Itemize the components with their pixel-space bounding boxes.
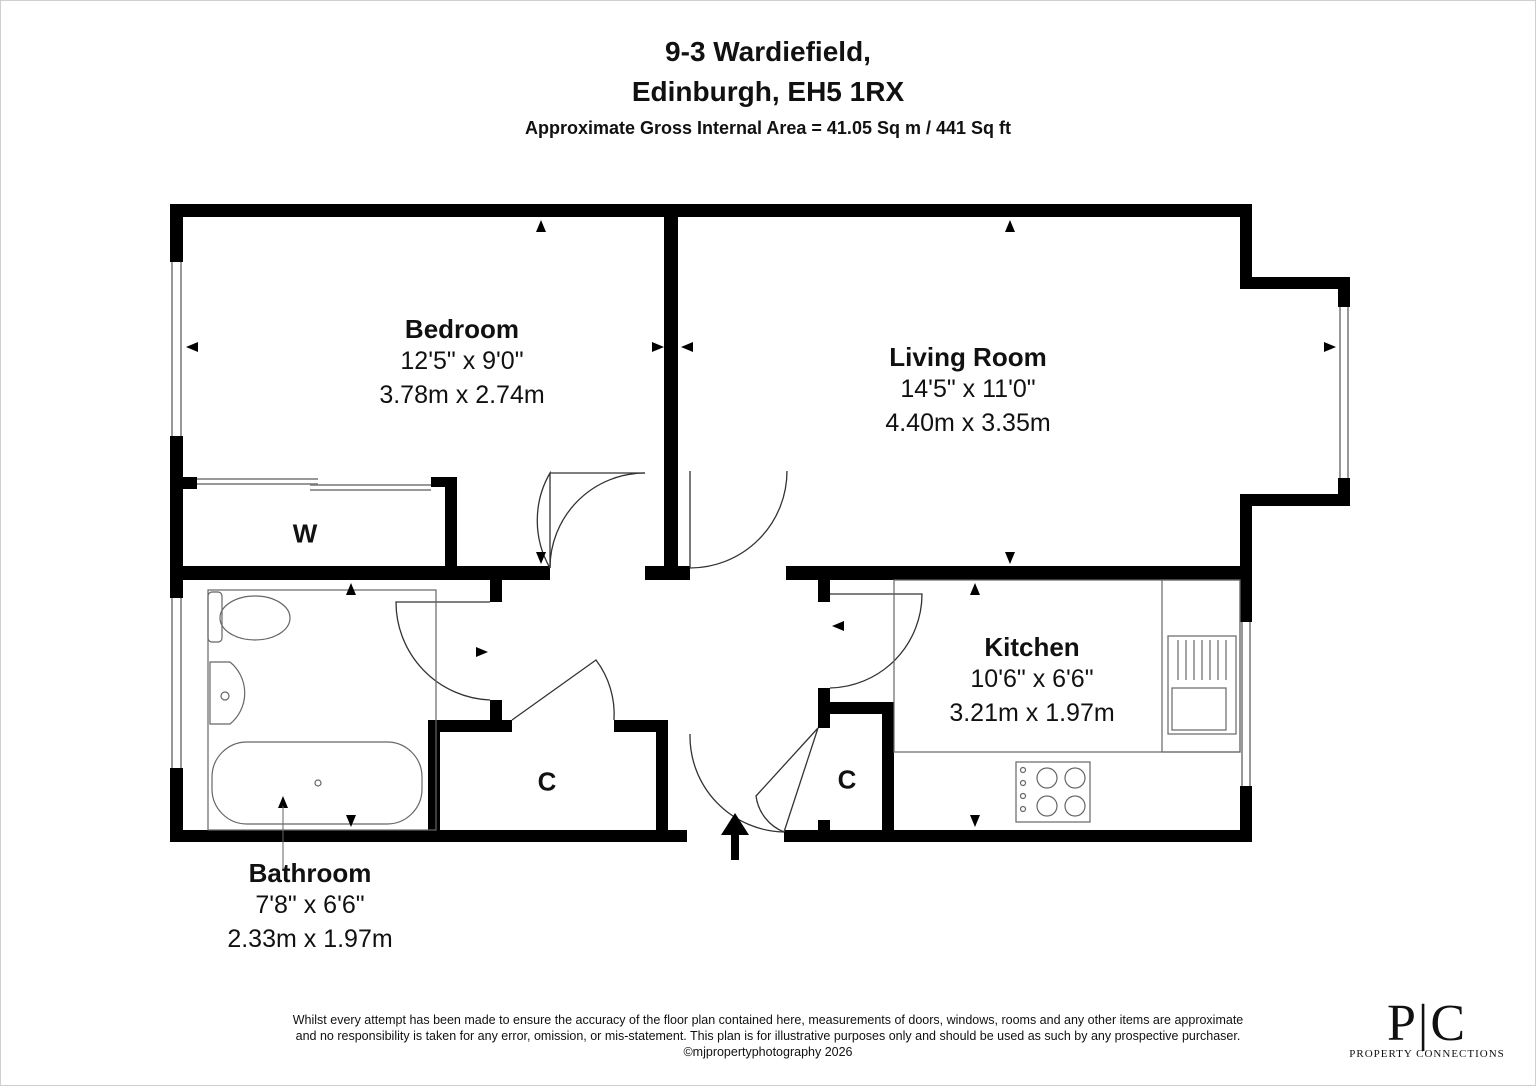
walls [170, 204, 1350, 842]
copyright: ©mjpropertyphotography 2026 [683, 1045, 853, 1059]
cupboard-left-label: C [537, 766, 557, 797]
room-bedroom: Bedroom 12'5" x 9'0" 3.78m x 2.74m [379, 314, 544, 412]
gross-internal-area: Approximate Gross Internal Area = 41.05 … [524, 118, 1011, 138]
cupboard-right-label: C [837, 764, 857, 795]
room-dim-metric: 3.78m x 2.74m [379, 381, 545, 409]
room-dim-imperial: 10'6" x 6'6" [970, 665, 1094, 693]
room-dim-imperial: 12'5" x 9'0" [400, 347, 524, 375]
company-logo: P|C PROPERTY CONNECTIONS [1342, 995, 1512, 1061]
room-bathroom: Bathroom 7'8" x 6'6" 2.33m x 1.97m [227, 858, 392, 956]
windows [171, 262, 1349, 786]
disclaimer-line-1: Whilst every attempt has been made to en… [292, 1013, 1244, 1027]
entrance-arrow [721, 813, 749, 860]
room-name: Bedroom [404, 314, 520, 344]
address-line-2: Edinburgh, EH5 1RX [631, 76, 905, 107]
room-dim-imperial: 7'8" x 6'6" [255, 891, 365, 919]
room-dim-metric: 4.40m x 3.35m [885, 409, 1051, 437]
disclaimer-line-2: and no responsibility is taken for any e… [295, 1029, 1241, 1043]
room-dim-imperial: 14'5" x 11'0" [900, 375, 1036, 403]
room-dim-metric: 3.21m x 1.97m [949, 699, 1115, 727]
wardrobe-label: W [292, 518, 318, 549]
address-line-1: 9-3 Wardiefield, [665, 36, 871, 67]
room-living: Living Room 14'5" x 11'0" 4.40m x 3.35m [885, 342, 1050, 440]
dimension-arrows [186, 220, 1336, 827]
bathroom-fixtures [207, 589, 437, 831]
logo-mark: P|C [1386, 995, 1467, 1052]
room-kitchen: Kitchen 10'6" x 6'6" 3.21m x 1.97m [949, 632, 1114, 730]
logo-subtitle: PROPERTY CONNECTIONS [1349, 1048, 1505, 1060]
kitchen-fixtures [893, 579, 1241, 823]
room-name: Living Room [889, 342, 1047, 372]
room-name: Kitchen [984, 632, 1080, 662]
room-name: Bathroom [248, 858, 372, 888]
disclaimer: Whilst every attempt has been made to en… [230, 1012, 1306, 1060]
room-dim-metric: 2.33m x 1.97m [227, 925, 393, 953]
door-swings [395, 470, 923, 833]
